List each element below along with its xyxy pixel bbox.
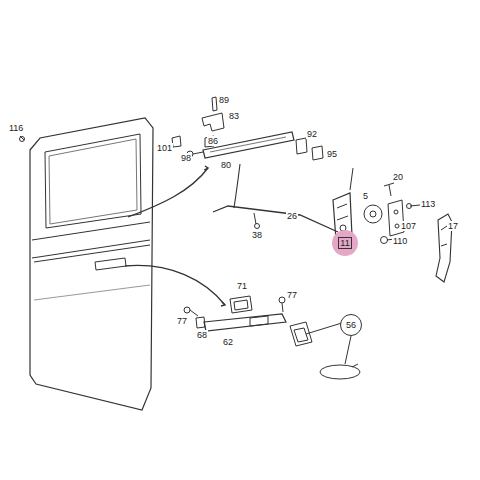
callout-number: 92 [306,129,318,139]
callout-number: 89 [218,95,230,105]
callout-number: 83 [228,111,240,121]
callout-number: 113 [420,199,436,209]
callout-number: 107 [400,221,417,231]
circled-callout: 56 [340,314,362,336]
callout-number: 98 [180,153,192,163]
highlighted-callout: 11 [332,230,358,256]
callout-number: 86 [207,136,219,146]
callout-number: 116 [8,123,24,133]
callout-number: 101 [156,143,173,153]
callout-number: 20 [392,172,404,182]
callout-number: 26 [286,211,298,221]
callout-number: 38 [251,230,263,240]
callout-number: 68 [196,330,208,340]
callout-number: 77 [286,290,298,300]
callout-number: 77 [176,316,188,326]
callout-number: 11 [338,237,351,249]
callout-number: 62 [222,337,234,347]
callout-number: 5 [362,191,369,201]
callout-number: 95 [326,149,338,159]
callout-number: 71 [236,281,248,291]
callout-number: 80 [220,160,232,170]
callout-number: 17 [447,221,459,231]
callout-number: 56 [346,320,356,330]
callout-number: 110 [392,236,408,246]
